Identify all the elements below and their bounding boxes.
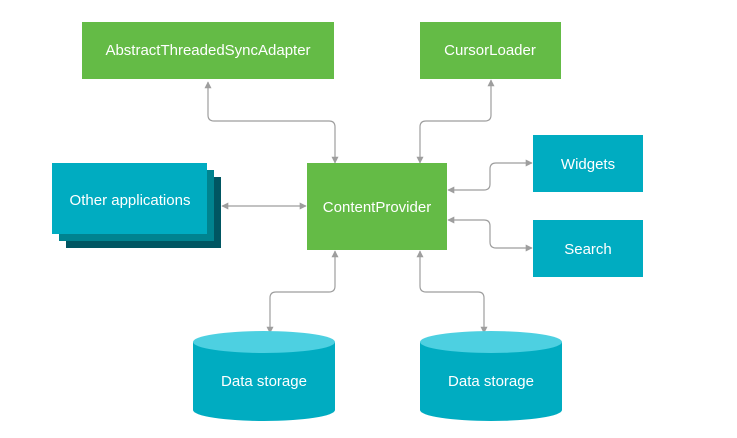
data-storage-left-body (193, 342, 335, 421)
arrow-content-provider-storage-right (416, 250, 488, 334)
arrow-cursor-loader-content-provider (416, 79, 495, 164)
cursor-loader-node: CursorLoader (420, 22, 561, 79)
arrow-content-provider-storage-left (266, 250, 339, 334)
data-storage-right-body (420, 342, 562, 421)
data-storage-left-node: Data storage (193, 331, 335, 421)
data-storage-right-node: Data storage (420, 331, 562, 421)
search-label: Search (564, 241, 612, 258)
other-applications-label: Other applications (70, 192, 191, 209)
data-storage-right-top (420, 331, 562, 353)
data-storage-left-top (193, 331, 335, 353)
cursor-loader-label: CursorLoader (444, 42, 536, 59)
abstract-threaded-sync-adapter-label: AbstractThreadedSyncAdapter (105, 42, 310, 59)
data-storage-right-label: Data storage (448, 373, 534, 390)
content-provider-label: ContentProvider (323, 199, 431, 216)
other-applications-node: Other applications (52, 163, 221, 248)
other-applications-front (52, 163, 207, 234)
arrow-content-provider-search (447, 216, 533, 252)
abstract-threaded-sync-adapter-node: AbstractThreadedSyncAdapter (82, 22, 334, 79)
content-provider-node: ContentProvider (307, 163, 447, 250)
connectors (204, 79, 533, 334)
search-node: Search (533, 220, 643, 277)
arrow-sync-adapter-content-provider (204, 81, 339, 164)
widgets-label: Widgets (561, 156, 615, 173)
widgets-node: Widgets (533, 135, 643, 192)
data-storage-left-label: Data storage (221, 373, 307, 390)
arrow-content-provider-widgets (447, 159, 533, 194)
